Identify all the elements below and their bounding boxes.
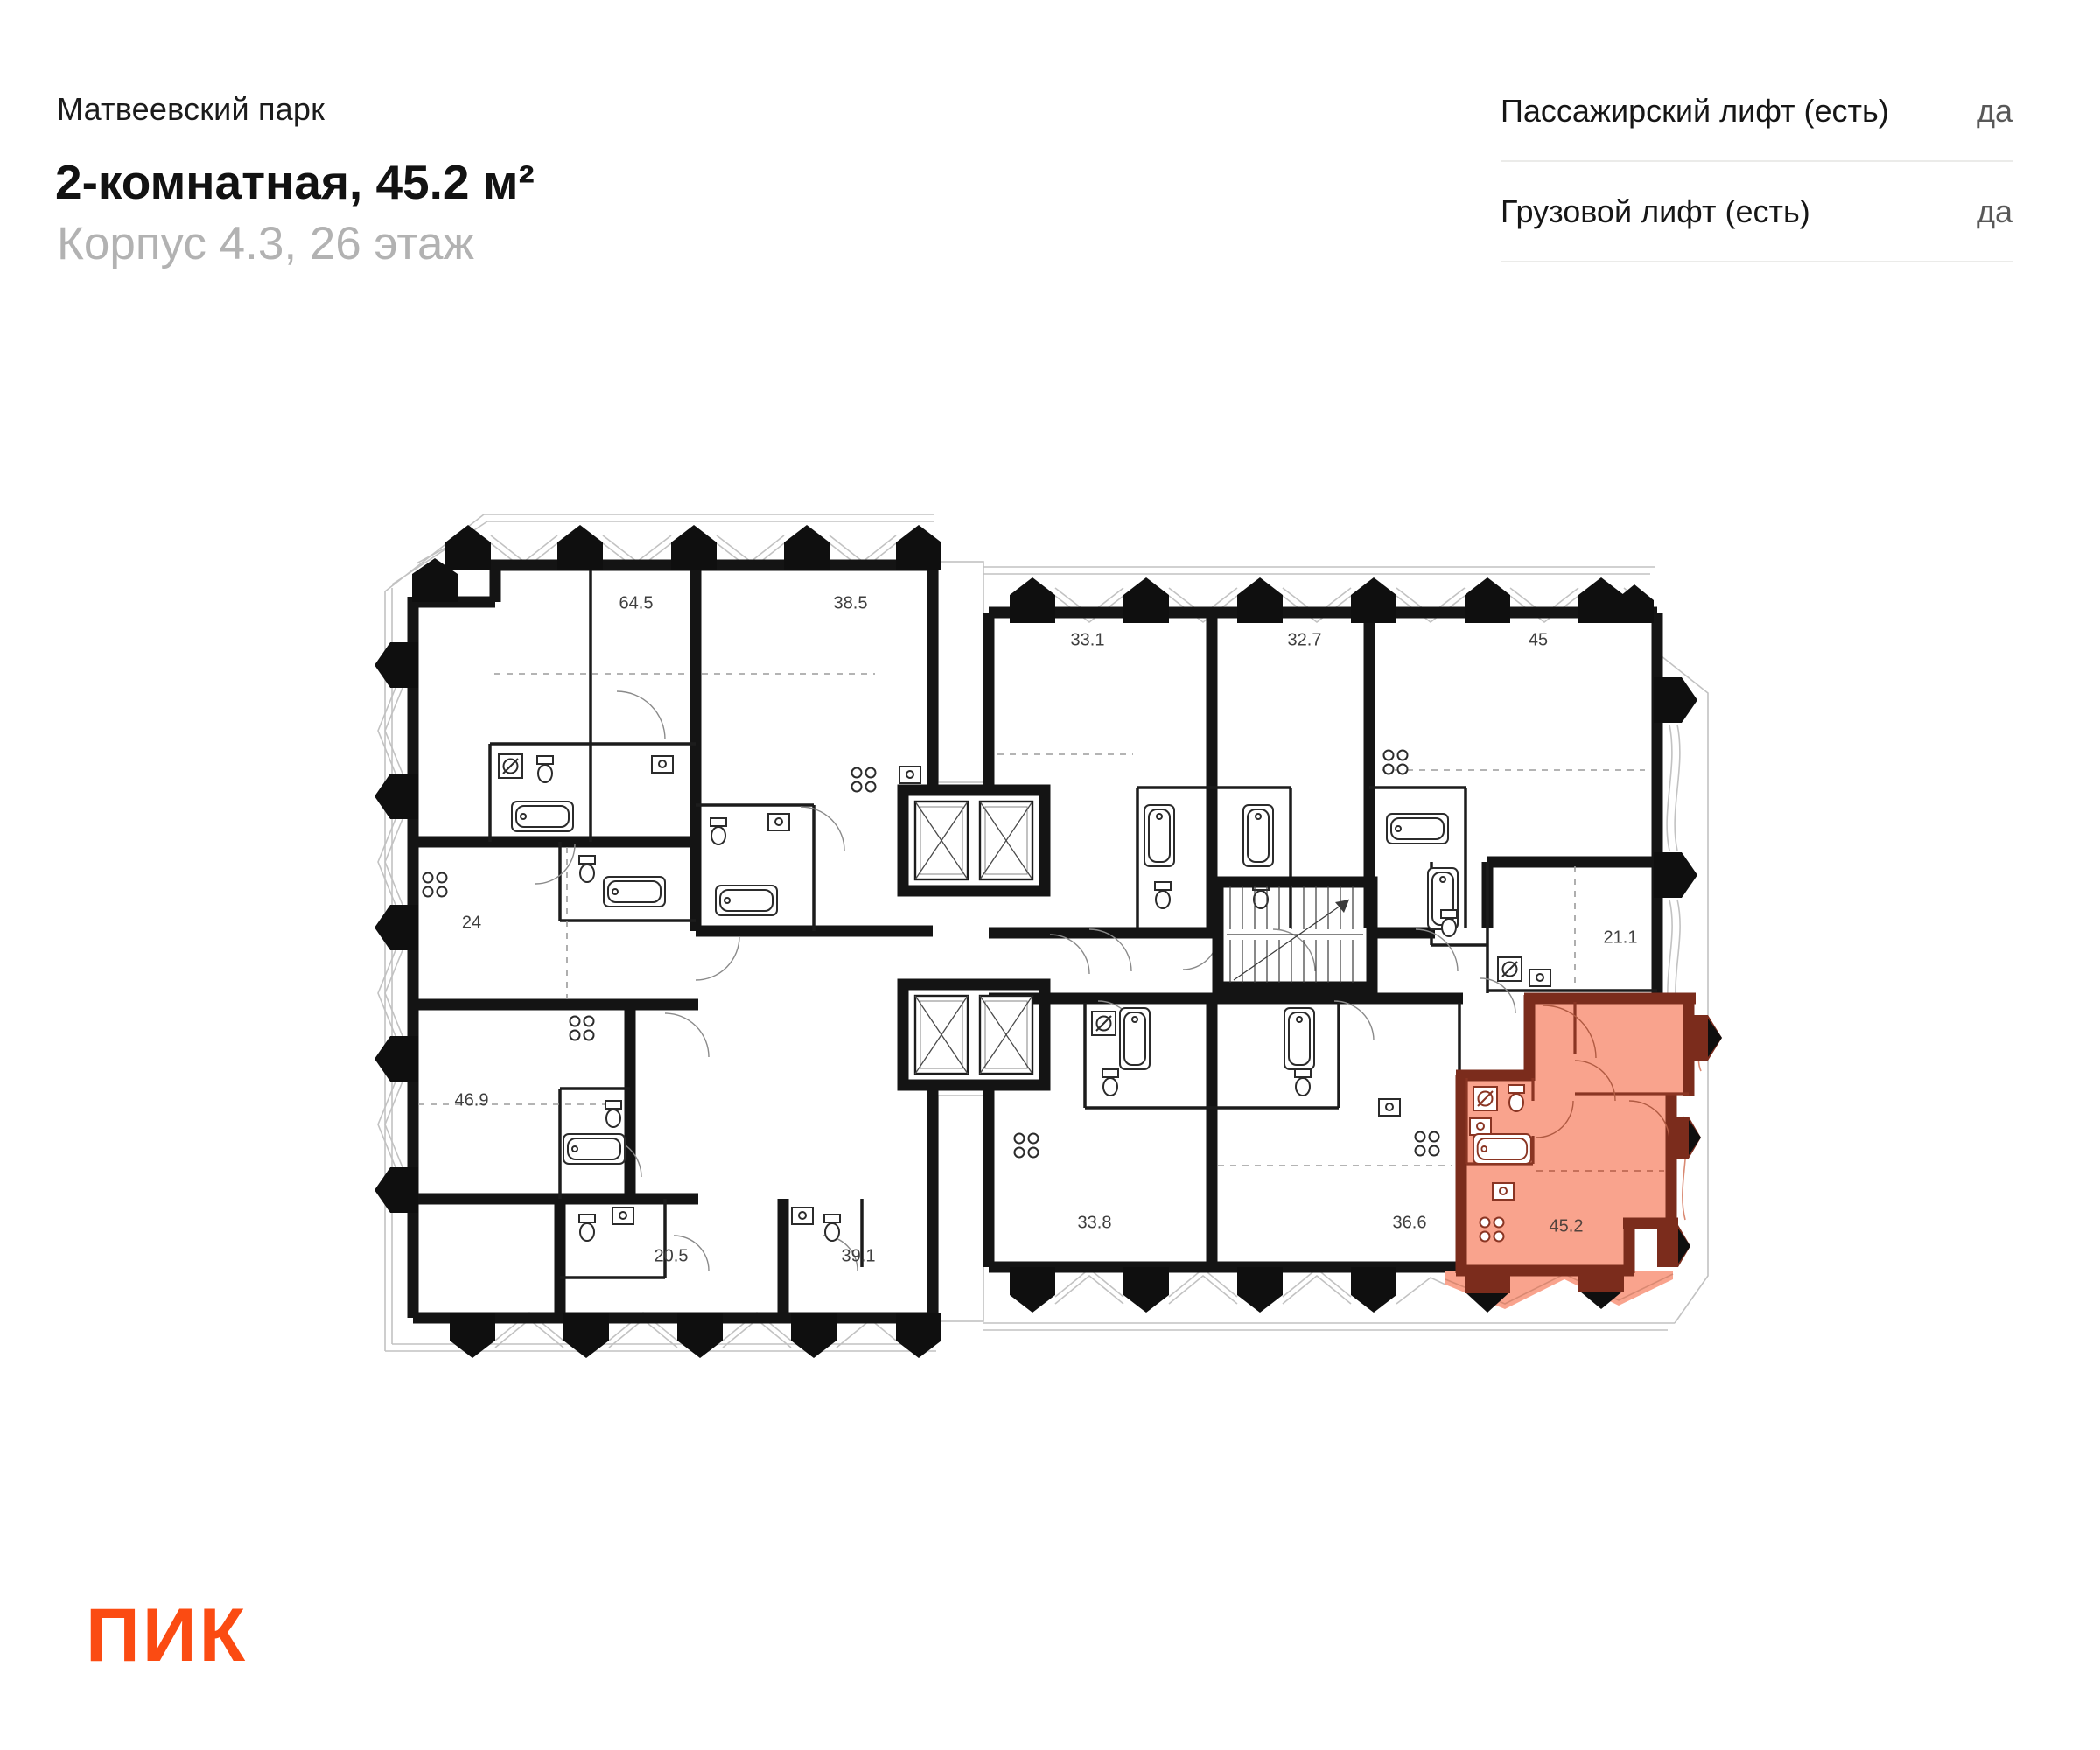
structural-pillars xyxy=(374,525,1698,1358)
pik-logo: ПИК xyxy=(86,1593,248,1677)
apartment-area-label: 33.8 xyxy=(1077,1213,1112,1233)
apartment-area-label: 36.6 xyxy=(1392,1213,1427,1233)
apartment-area-label: 24 xyxy=(461,913,482,933)
lift-info-panel: Пассажирский лифт (есть) да Грузовой лиф… xyxy=(1501,61,2012,262)
zone-dashes xyxy=(418,673,1645,1166)
apartment-area-label: 46.9 xyxy=(454,1090,489,1110)
walls xyxy=(407,559,1663,1324)
project-name: Матвеевский парк xyxy=(57,91,326,127)
apartment-45-2-highlight[interactable] xyxy=(1445,992,1722,1312)
apartment-area-label: 64.5 xyxy=(619,593,654,613)
elevator-core xyxy=(897,784,1051,1091)
partitions xyxy=(488,565,1657,1279)
highlighted-apartment-area-label[interactable]: 45.2 xyxy=(1549,1216,1584,1236)
apartment-area-label: 20.5 xyxy=(654,1246,689,1266)
staircase xyxy=(1212,876,1378,993)
lift-row-passenger: Пассажирский лифт (есть) да xyxy=(1501,61,2012,162)
apartment-area-label: 39.1 xyxy=(841,1246,876,1266)
lift-row-freight: Грузовой лифт (есть) да xyxy=(1501,162,2012,262)
page-title: 2-комнатная, 45.2 м² xyxy=(55,155,535,209)
apartment-area-label: 21.1 xyxy=(1603,928,1638,948)
page-subtitle: Корпус 4.3, 26 этаж xyxy=(57,218,474,270)
apartment-area-label: 38.5 xyxy=(833,593,868,613)
apartment-area-label: 45 xyxy=(1528,630,1549,650)
apartment-area-label: 32.7 xyxy=(1287,630,1322,650)
lift-row-label: Пассажирский лифт (есть) xyxy=(1501,92,1889,129)
apartment-area-label: 33.1 xyxy=(1070,630,1105,650)
lift-row-label: Грузовой лифт (есть) xyxy=(1501,192,1810,229)
lift-row-value: да xyxy=(1976,192,2012,229)
lift-row-value: да xyxy=(1976,92,2012,129)
